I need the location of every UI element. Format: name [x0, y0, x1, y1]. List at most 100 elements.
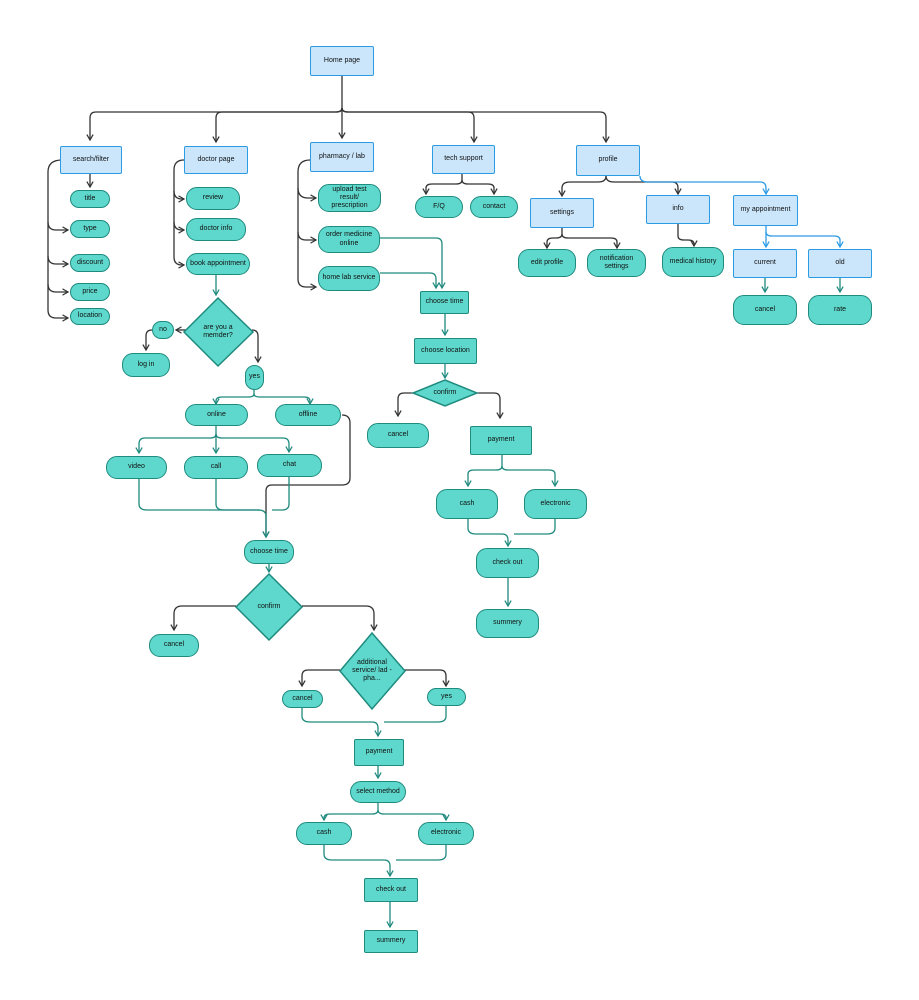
connector-payment-split	[464, 455, 503, 488]
connector-home-to-doctor	[212, 107, 343, 144]
node-yes-additional: yes	[427, 688, 466, 706]
connector-video-merge	[138, 479, 270, 539]
node-select-method: select method	[350, 781, 406, 803]
connector-search-spine	[47, 159, 70, 322]
node-edit-profile: edit profile	[518, 249, 576, 277]
node-cash-doctor: cash	[296, 822, 352, 845]
node-search-filter: search/filter	[60, 146, 122, 174]
node-cancel-doctor: cancel	[149, 634, 199, 657]
connector-yes-to-offline	[253, 393, 314, 406]
connector-no-to-login	[142, 329, 153, 352]
connector-online-to-chat	[215, 433, 293, 454]
node-offline: offline	[275, 404, 341, 426]
connector-select-split	[320, 803, 379, 822]
node-call: call	[184, 456, 248, 479]
connector-confirm-to-additional	[302, 605, 378, 632]
node-electronic-doctor: electronic	[418, 822, 474, 845]
connector-online-split	[135, 426, 217, 455]
connector-pharmacy-to-order	[297, 231, 318, 244]
node-rate: rate	[808, 295, 872, 325]
node-cash-pharmacy: cash	[436, 489, 498, 519]
connector-offline-to-choose-time	[262, 414, 351, 539]
node-home-lab-service: home lab service	[318, 266, 380, 291]
connector-pharmacy-spine	[297, 159, 318, 291]
node-contact: contact	[470, 196, 518, 218]
node-info: info	[646, 195, 710, 224]
node-log-in: log in	[122, 353, 170, 377]
connector-search-to-price	[47, 283, 70, 296]
connector-doctor-spine	[173, 159, 186, 269]
label-confirm-doctor: confirm	[257, 602, 281, 610]
node-type: type	[70, 220, 110, 238]
node-review: review	[186, 187, 240, 210]
node-order-medicine: order medicine online	[318, 226, 380, 253]
node-doctor-page: doctor page	[184, 146, 248, 174]
node-cancel-additional: cancel	[282, 690, 323, 708]
node-doctor-info: doctor info	[186, 218, 246, 241]
connector-select-to-electronic	[377, 809, 450, 822]
node-current: current	[733, 249, 797, 278]
node-no: no	[152, 321, 174, 339]
connector-additional-merge	[301, 708, 382, 738]
connector-call-merge	[215, 479, 260, 511]
label-additional-service: additional service/ lad -pha...	[352, 658, 392, 683]
node-settings: settings	[530, 198, 594, 228]
node-cancel-pharmacy: cancel	[367, 423, 429, 448]
connector-settings-split	[543, 228, 563, 250]
connector-order-to-choose-time	[380, 237, 446, 290]
node-choose-time-pharmacy: choose time	[420, 291, 469, 314]
node-location: location	[70, 308, 110, 325]
node-video: video	[106, 456, 167, 479]
node-yes: yes	[245, 365, 264, 390]
node-check-out-doctor: check out	[364, 878, 418, 902]
node-electronic-pharmacy: electronic	[524, 489, 587, 519]
node-price: price	[70, 283, 110, 301]
node-payment-pharmacy: payment	[470, 426, 532, 455]
connector-home-to-tech	[341, 107, 478, 144]
connector-info-to-medical	[677, 224, 698, 248]
connector-profile-to-info	[605, 175, 682, 196]
node-old: old	[808, 249, 872, 278]
connector-pharm-confirm-to-payment	[476, 392, 504, 420]
connector-electronic-merge	[396, 845, 447, 861]
connector-chat-merge	[272, 477, 290, 511]
connector-member-to-yes	[251, 329, 262, 364]
node-check-out-pharmacy: check out	[476, 548, 539, 578]
connector-search-to-discount	[47, 255, 70, 268]
node-chat: chat	[257, 454, 322, 477]
label-member-question: are you a memder?	[203, 323, 233, 339]
connector-settings-to-notif	[561, 233, 621, 250]
node-choose-location: choose location	[414, 338, 477, 364]
connector-profile-to-my-appointment	[639, 175, 770, 196]
node-title: title	[70, 190, 110, 208]
node-home-page: Home page	[310, 46, 374, 76]
connector-search-to-type	[47, 221, 70, 234]
decision-member-diamond	[182, 296, 255, 368]
node-notification-settings: notification settings	[587, 249, 646, 277]
decision-additional-diamond	[339, 631, 406, 711]
label-confirm-pharmacy: confirm	[433, 388, 457, 396]
connector-confirm-to-cancel	[170, 605, 236, 632]
node-book-appointment: book appointment	[186, 253, 250, 275]
connector-pharm-confirm-to-cancel	[394, 392, 414, 418]
node-pharmacy-lab: pharmacy / lab	[310, 142, 374, 172]
connector-additional-to-cancel	[298, 669, 340, 688]
connector-yes2-merge	[384, 706, 447, 723]
decision-confirm-diamond	[234, 572, 304, 642]
connector-doctor-to-review	[173, 190, 186, 203]
connector-electronic-p-merge	[514, 519, 556, 535]
node-faq: F/Q	[415, 196, 463, 218]
connector-profile-to-settings	[558, 175, 607, 198]
connector-yes-split	[212, 390, 255, 406]
node-choose-time-doctor: choose time	[244, 540, 294, 564]
node-upload-test: upload test result/ prescription	[318, 184, 381, 212]
connector-doctor-to-info	[173, 221, 186, 234]
node-cancel-appointment: cancel	[733, 295, 797, 325]
node-payment-doctor: payment	[354, 739, 404, 766]
connector-cash-merge	[323, 845, 394, 878]
connector-tech-to-contact	[461, 179, 498, 196]
node-summery-pharmacy: summery	[476, 609, 539, 638]
connector-payment-to-electronic	[501, 465, 559, 488]
node-medical-history: medical history	[662, 247, 724, 277]
